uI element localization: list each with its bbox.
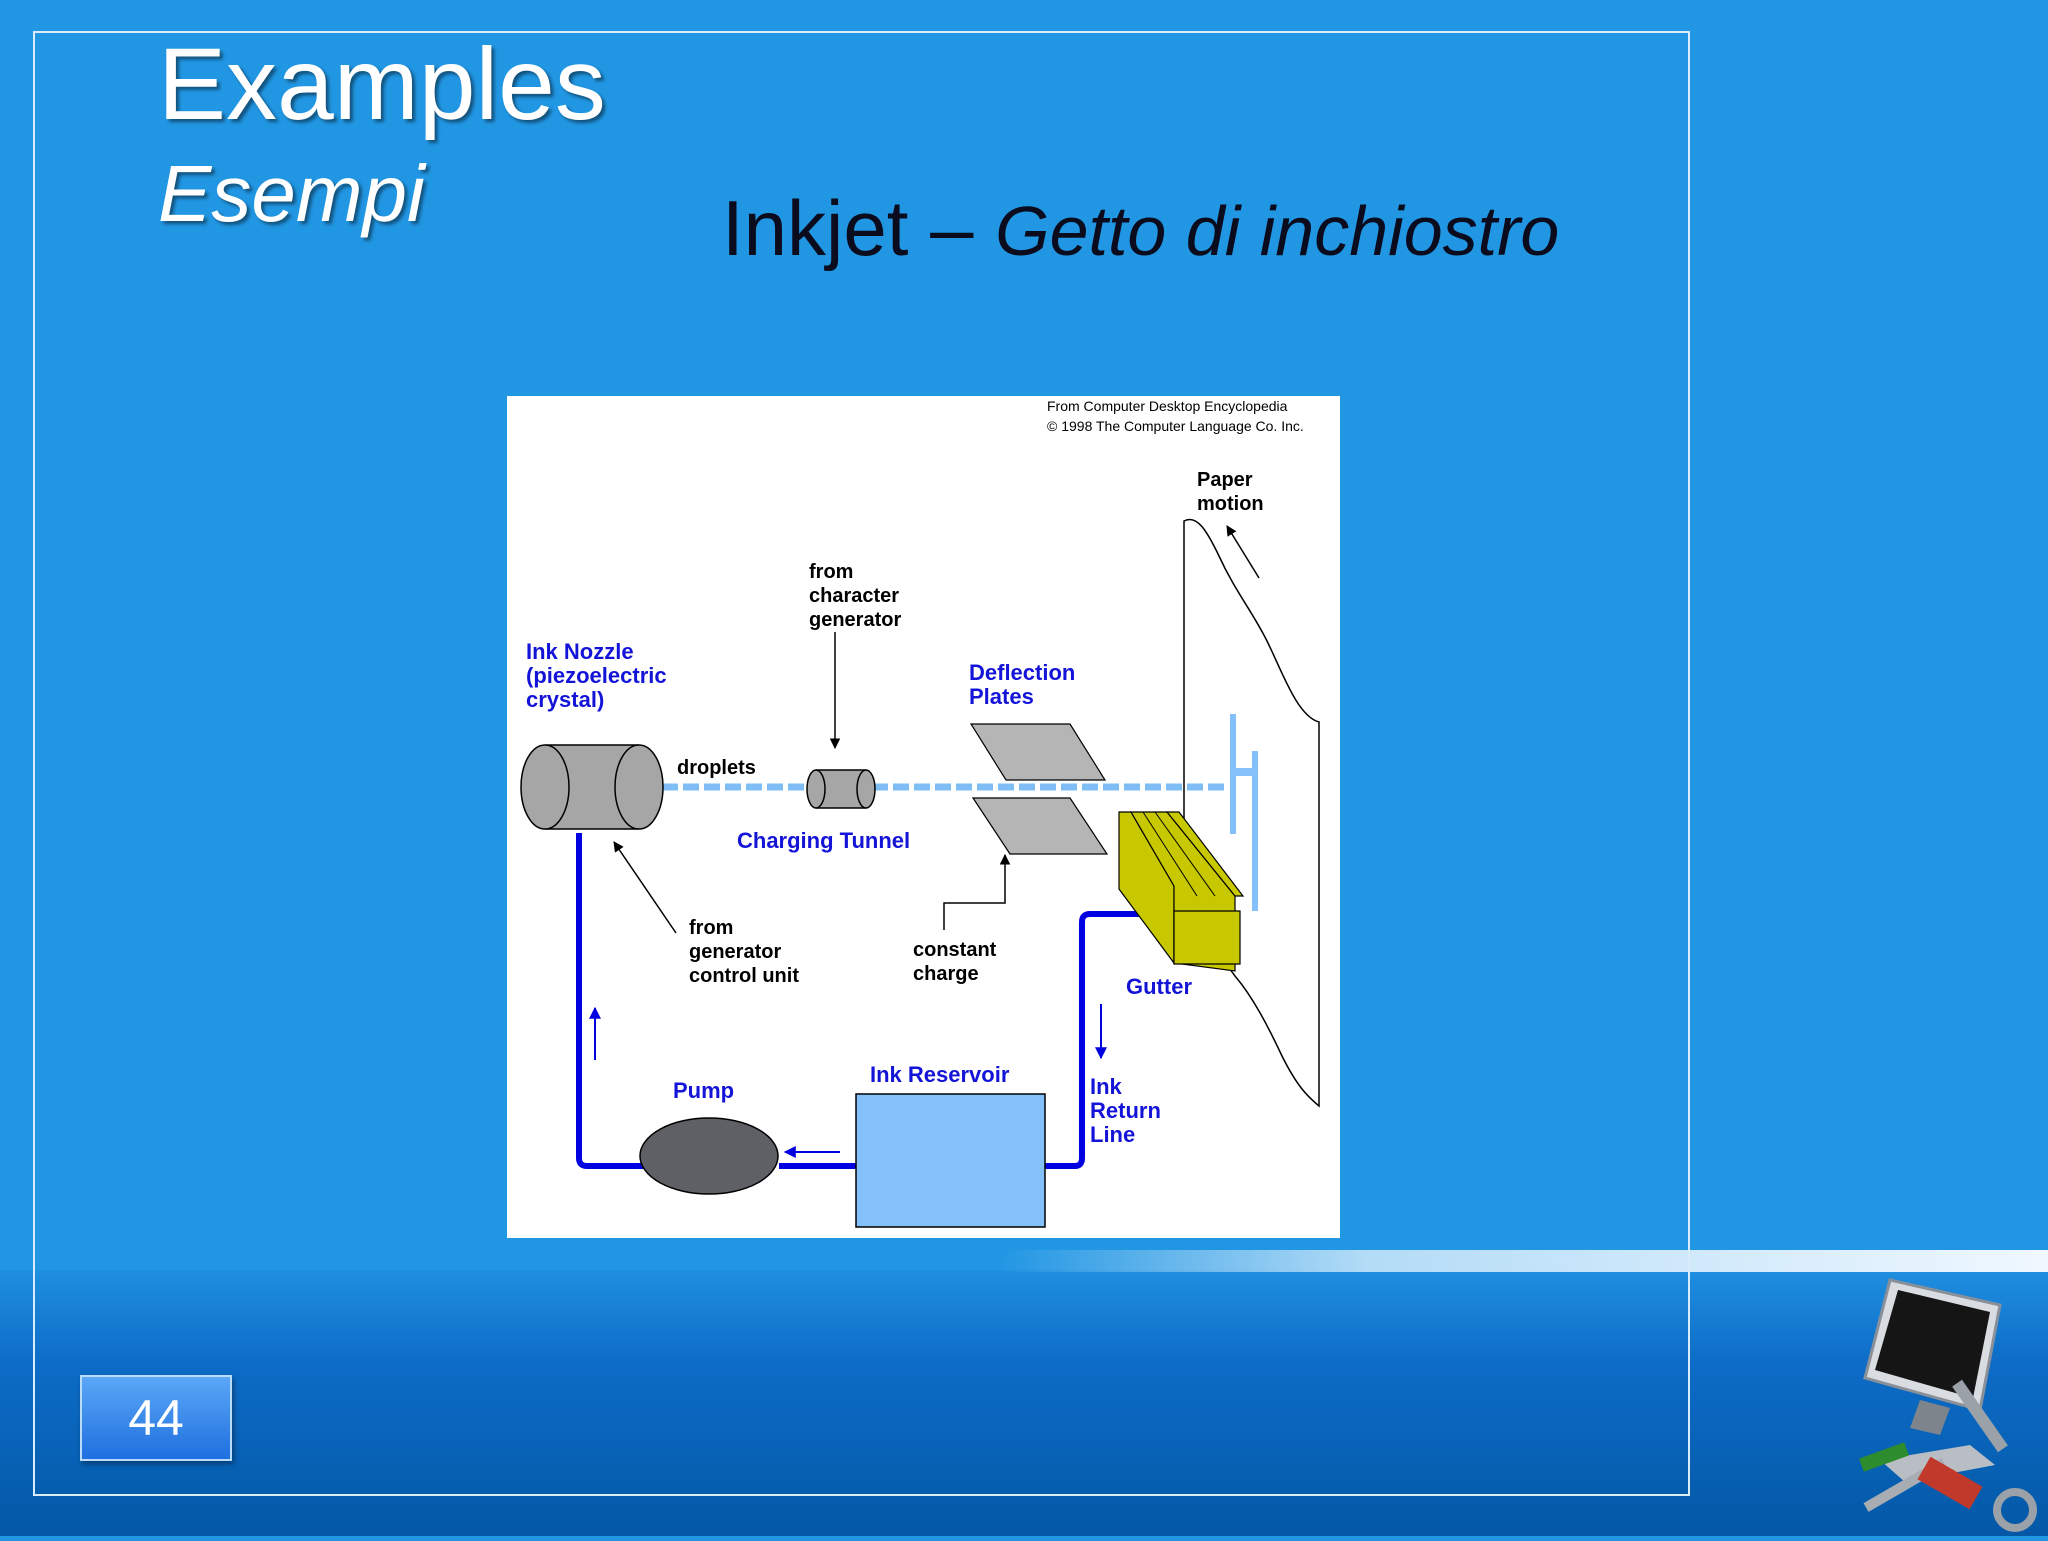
generator-control-arrow bbox=[613, 841, 677, 934]
printed-stroke bbox=[1236, 768, 1252, 776]
deflection-plate-bottom bbox=[971, 797, 1109, 855]
ink-return-line-label-3: Line bbox=[1090, 1122, 1135, 1147]
charging-tunnel-label: Charging Tunnel bbox=[737, 828, 910, 853]
ink-return-line-label-1: Ink bbox=[1090, 1074, 1123, 1099]
constant-charge-label-1: constant bbox=[913, 939, 997, 961]
ink-return-pipe bbox=[1045, 911, 1154, 1169]
from-character-generator-label-2: character bbox=[809, 585, 899, 607]
paper-motion-label-2: motion bbox=[1197, 493, 1264, 515]
paper-motion-label-1: Paper bbox=[1197, 469, 1253, 491]
slide-frame bbox=[33, 31, 1690, 1496]
gutter-label: Gutter bbox=[1126, 974, 1192, 999]
ink-nozzle-label-2: (piezoelectric bbox=[526, 663, 667, 688]
paper-sheet bbox=[1183, 518, 1320, 1108]
deflection-plates-label-2: Plates bbox=[969, 684, 1034, 709]
ink-nozzle-cylinder bbox=[520, 744, 664, 830]
constant-charge-arrow bbox=[943, 853, 1011, 930]
from-character-generator-label-1: from bbox=[809, 561, 853, 583]
credit-line-1: From Computer Desktop Encyclopedia bbox=[1047, 398, 1288, 414]
slide-title-italian: Esempi bbox=[158, 149, 425, 238]
page-number-badge: 44 bbox=[80, 1375, 232, 1461]
ink-return-line-label-2: Return bbox=[1090, 1098, 1161, 1123]
inkjet-diagram: From Computer Desktop Encyclopedia © 199… bbox=[507, 396, 1340, 1238]
from-generator-label-3: control unit bbox=[689, 965, 799, 987]
inkjet-diagram-svg: From Computer Desktop Encyclopedia © 199… bbox=[520, 398, 1320, 1228]
supply-pipe bbox=[576, 833, 650, 1169]
printed-stroke bbox=[1252, 751, 1258, 911]
subtitle-english: Inkjet – bbox=[722, 184, 996, 272]
deflection-plate-top bbox=[969, 723, 1107, 781]
pump-label: Pump bbox=[673, 1078, 734, 1103]
charging-tunnel bbox=[806, 769, 876, 809]
from-generator-label-2: generator bbox=[689, 941, 781, 963]
deflection-plates-label-1: Deflection bbox=[969, 660, 1075, 685]
light-streak bbox=[1000, 1250, 2048, 1272]
credit-line-2: © 1998 The Computer Language Co. Inc. bbox=[1047, 418, 1304, 434]
ink-reservoir bbox=[855, 1093, 1046, 1228]
subtitle-italian: Getto di inchiostro bbox=[995, 192, 1560, 270]
printed-stroke bbox=[1230, 714, 1236, 834]
droplets-label: droplets bbox=[677, 757, 756, 779]
slide-title: Examples bbox=[158, 27, 606, 141]
ink-reservoir-label: Ink Reservoir bbox=[870, 1062, 1010, 1087]
from-generator-label-1: from bbox=[689, 917, 733, 939]
bottom-band bbox=[0, 1270, 2048, 1536]
ink-nozzle-label-3: crystal) bbox=[526, 687, 604, 712]
from-character-generator-label-3: generator bbox=[809, 609, 901, 631]
paper-motion-arrow bbox=[1226, 525, 1260, 579]
gutter bbox=[1118, 811, 1245, 972]
computer-tools-logo-icon bbox=[1820, 1270, 2048, 1541]
slide-subtitle: Inkjet – Getto di inchiostro bbox=[722, 184, 1560, 272]
constant-charge-label-2: charge bbox=[913, 963, 979, 985]
pump bbox=[639, 1117, 779, 1195]
ink-nozzle-label-1: Ink Nozzle bbox=[526, 639, 634, 664]
